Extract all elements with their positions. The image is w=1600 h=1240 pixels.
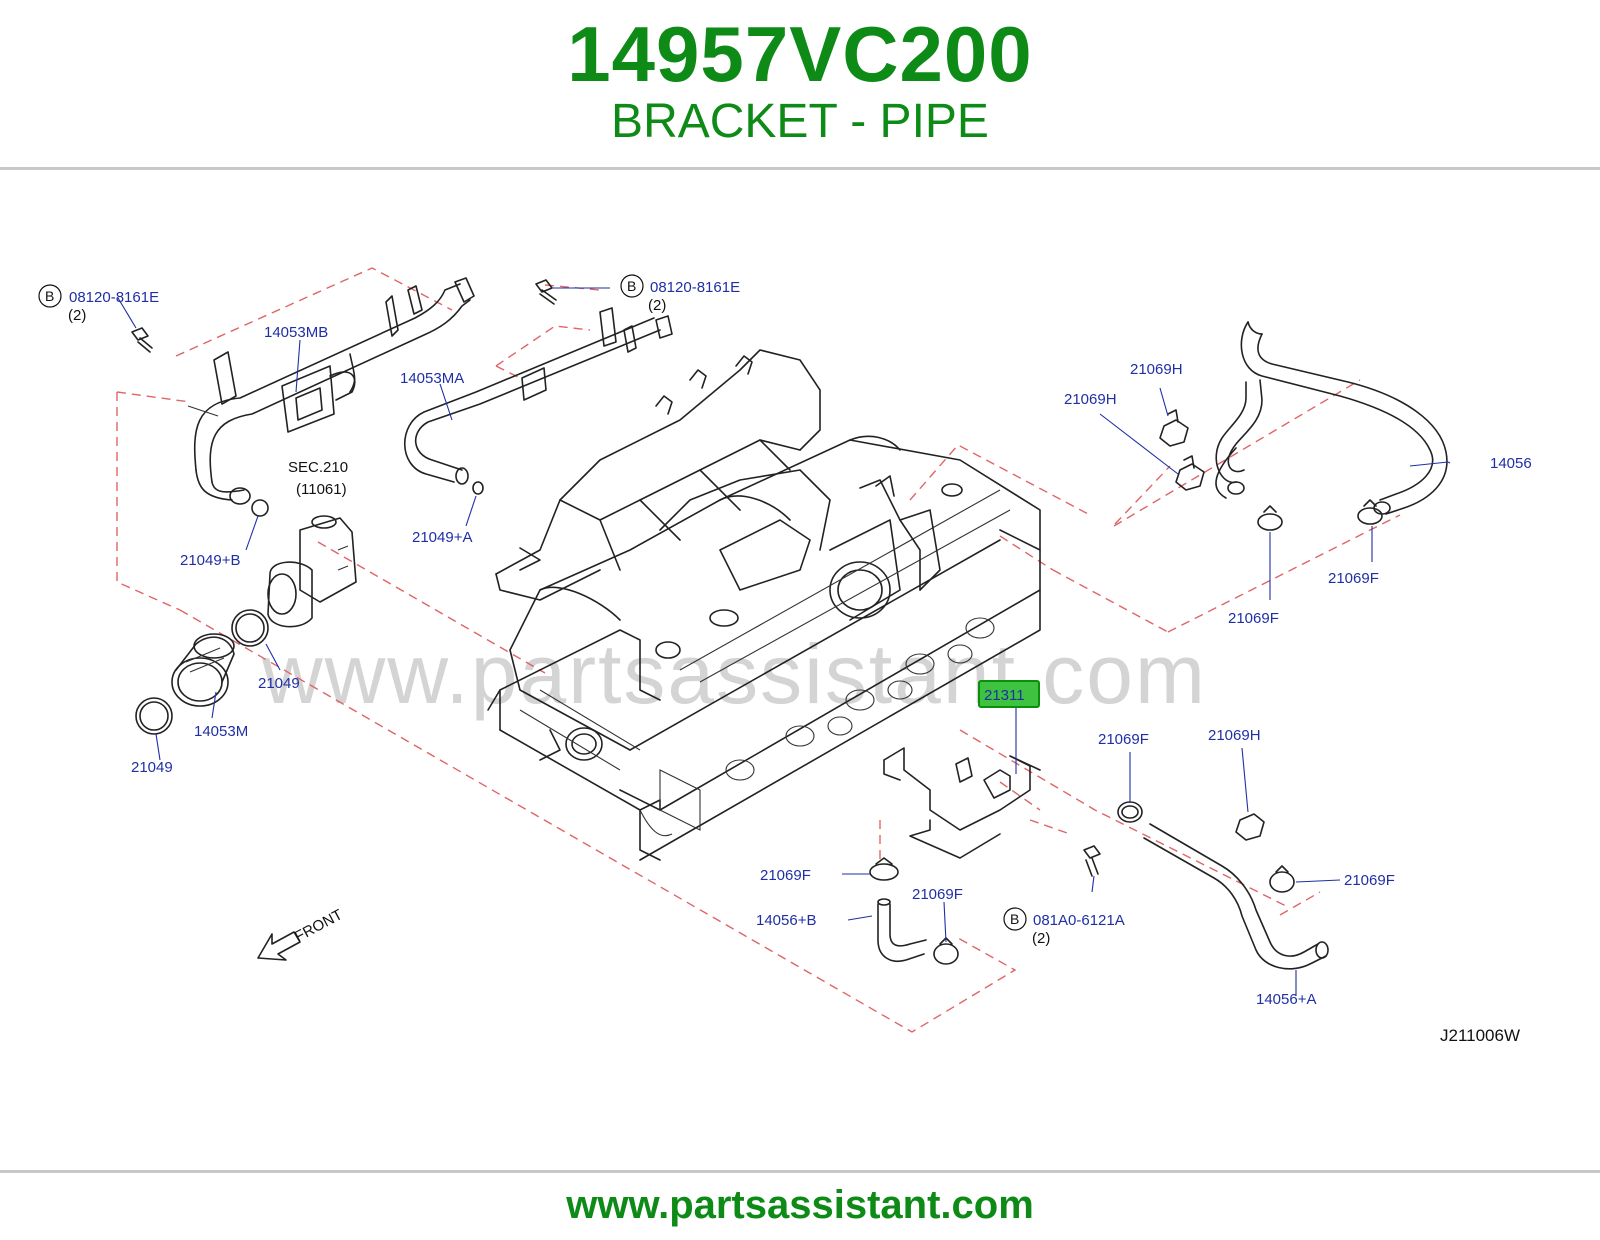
water-hose-14056A (1117, 801, 1329, 970)
label-14056B: 14056+B (756, 912, 816, 929)
front-label: FRONT (292, 906, 346, 945)
engine-cylinder-head (487, 435, 1041, 861)
label-bolt-left: 08120-8161E (69, 289, 159, 306)
diagram-ref-code: J211006W (1440, 1026, 1520, 1045)
label-bolt-bottom: 081A0-6121A (1033, 912, 1125, 929)
label-21069F-2: 21069F (1228, 610, 1279, 627)
label-21049-1: 21049 (258, 675, 300, 692)
intake-manifold (495, 349, 941, 761)
water-pipe-14053MA (403, 307, 673, 485)
footer-divider (0, 1170, 1600, 1173)
bolt-marker-top: B (627, 278, 636, 294)
label-21069H-1: 21069H (1130, 361, 1183, 378)
highlight-box-21311 (978, 680, 1040, 708)
label-bolt-top: 08120-8161E (650, 279, 740, 296)
hose-clamps-top-right (1159, 409, 1383, 531)
label-bolt-top-qty: (2) (648, 297, 666, 314)
label-bolt-bottom-qty: (2) (1032, 930, 1050, 947)
page-header: 14957VC200 BRACKET - PIPE (0, 0, 1600, 168)
label-bolt-left-qty: (2) (68, 307, 86, 324)
part-labels: B 08120-8161E (2) B 08120-8161E (2) 1405… (38, 274, 1532, 1045)
bolt-top (535, 279, 557, 305)
label-21069F-4: 21069F (1344, 872, 1395, 889)
water-hose-14056 (1215, 321, 1448, 515)
label-21069H-3: 21069H (1208, 727, 1261, 744)
label-14056: 14056 (1490, 455, 1532, 472)
label-21049A: 21049+A (412, 529, 472, 546)
thermostat-housing (267, 515, 357, 628)
assembly-guide-lines (116, 267, 1401, 1033)
bolt-marker-bottom: B (1010, 911, 1019, 927)
label-sec-sub: (11061) (296, 481, 347, 498)
label-14053MB: 14053MB (264, 324, 328, 341)
part-name-subtitle: BRACKET - PIPE (611, 95, 989, 148)
leader-lines (117, 287, 1451, 996)
label-21069F-5: 21069F (760, 867, 811, 884)
label-21049B: 21049+B (180, 552, 240, 569)
label-21069F-1: 21069F (1328, 570, 1379, 587)
label-14053MA: 14053MA (400, 370, 464, 387)
label-21069F-6: 21069F (912, 886, 963, 903)
pipe-bracket-21311 (883, 747, 1041, 859)
front-direction-arrow: FRONT (257, 906, 346, 961)
connector-tube-14053M (171, 633, 235, 707)
watermark-text: www.partsassistant.com (261, 627, 1207, 721)
header-divider (0, 167, 1600, 170)
label-14056A: 14056+A (1256, 991, 1316, 1008)
o-rings (135, 481, 484, 735)
parts-diagram: www.partsassistant.com (38, 267, 1532, 1045)
label-21049-2: 21049 (131, 759, 173, 776)
label-sec-ref: SEC.210 (288, 459, 348, 476)
bolt-bottom (1083, 845, 1101, 877)
footer-site-url[interactable]: www.partsassistant.com (566, 1183, 1034, 1227)
label-14053M: 14053M (194, 723, 248, 740)
label-21069F-3: 21069F (1098, 731, 1149, 748)
label-21069H-2: 21069H (1064, 391, 1117, 408)
bolt-left (131, 327, 153, 353)
part-number-title: 14957VC200 (567, 10, 1033, 98)
bolt-marker-left: B (45, 288, 54, 304)
water-pipe-14053MB (187, 277, 475, 505)
label-21311-highlighted: 21311 (984, 687, 1025, 704)
